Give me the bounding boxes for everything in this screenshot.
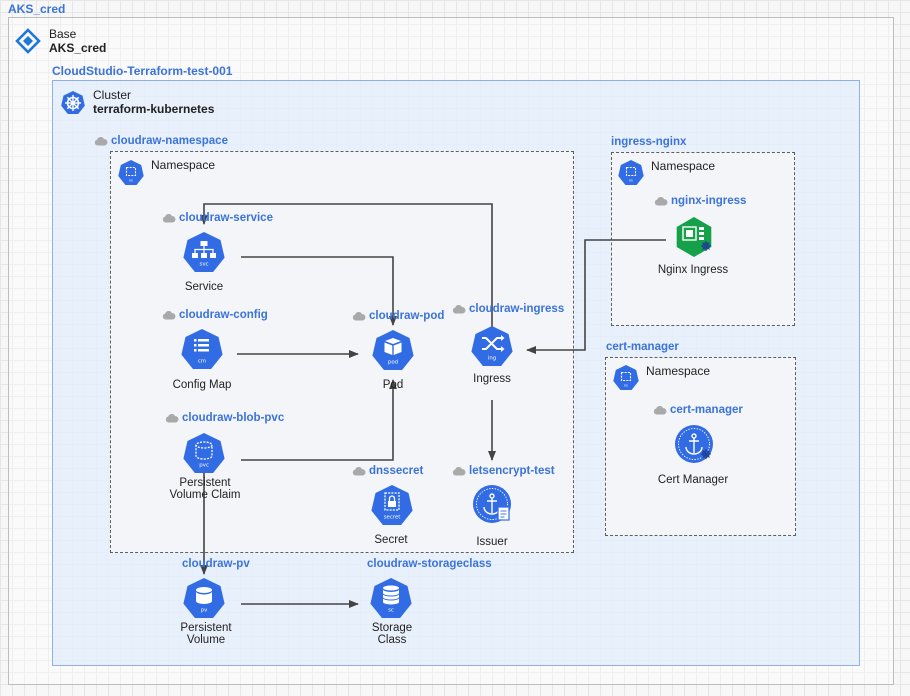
svg-text:sc: sc <box>388 608 394 614</box>
namespace-icon: ns <box>618 160 644 185</box>
tag-nginx: nginx-ingress <box>654 195 746 207</box>
storage-class-label-2: Class <box>377 634 407 646</box>
tag-ingress: cloudraw-ingress <box>452 303 564 315</box>
ingress-label: Ingress <box>473 373 511 385</box>
cert-manager-icon[interactable] <box>673 424 717 466</box>
pvc-label-2: Volume Claim <box>169 489 241 501</box>
cloud-icon <box>162 213 176 223</box>
issuer-label: Issuer <box>476 536 508 548</box>
cloud-icon <box>94 136 108 146</box>
svg-text:pod: pod <box>388 360 398 366</box>
pod-label: Pod <box>382 379 404 391</box>
svg-text:cm: cm <box>198 359 206 365</box>
edge-ingress-service <box>200 203 493 328</box>
base-type: Base <box>49 27 77 41</box>
svg-text:ns: ns <box>129 179 133 183</box>
cloud-icon <box>654 196 668 206</box>
secret-label: Secret <box>374 534 408 546</box>
pvc-icon[interactable]: pvc <box>183 432 225 474</box>
namespace-label: Namespace <box>151 158 216 172</box>
pv-label-1: Persistent <box>180 622 232 634</box>
pvc-label-1: Persistent <box>179 477 231 489</box>
namespace-label: Namespace <box>651 159 716 173</box>
helm-wheel-icon <box>61 90 85 114</box>
cert-manager-label: Cert Manager <box>657 474 729 486</box>
service-label: Service <box>184 281 224 293</box>
tag-pv: cloudraw-pv <box>182 558 250 570</box>
namespace-tag-ingress: ingress-nginx <box>611 136 687 148</box>
secret-icon[interactable]: secret <box>371 484 413 526</box>
tag-storageclass: cloudraw-storageclass <box>367 558 492 570</box>
svg-text:svc: svc <box>200 262 209 268</box>
tag-service: cloudraw-service <box>162 212 273 224</box>
tag-pvc: cloudraw-blob-pvc <box>165 412 284 424</box>
group-title: CloudStudio-Terraform-test-001 <box>52 64 233 78</box>
svg-text:pvc: pvc <box>199 463 209 469</box>
azure-diamond-icon <box>15 28 41 54</box>
base-name: AKS_cred <box>49 41 107 55</box>
namespace-icon: ns <box>118 160 144 185</box>
service-icon[interactable]: svc <box>183 231 225 273</box>
cloud-icon <box>452 304 466 314</box>
svg-text:ns: ns <box>624 384 628 388</box>
svg-text:secret: secret <box>384 515 401 521</box>
edge-nginx-ingress <box>526 239 666 354</box>
pv-icon[interactable]: pv <box>183 577 225 619</box>
namespace-tag-cert: cert-manager <box>606 341 679 353</box>
svg-text:ing: ing <box>488 356 496 362</box>
tag-certmgr: cert-manager <box>653 404 743 416</box>
tag-pod: cloudraw-pod <box>352 310 444 322</box>
edge-pvc-pod <box>241 379 397 461</box>
cloud-icon <box>352 466 366 476</box>
ingress-icon[interactable]: ing <box>471 325 513 367</box>
edge-service-pod <box>241 256 397 326</box>
nginx-label: Nginx Ingress <box>657 264 729 276</box>
tag-config: cloudraw-config <box>162 309 268 321</box>
cluster-label: Cluster terraform-kubernetes <box>93 88 214 116</box>
storage-class-icon[interactable]: sc <box>370 577 412 619</box>
diagram-title: AKS_cred <box>8 2 66 16</box>
storage-class-label-1: Storage <box>371 622 413 634</box>
cluster-name: terraform-kubernetes <box>93 102 215 116</box>
svg-text:ns: ns <box>629 179 633 183</box>
cloud-icon <box>162 310 176 320</box>
config-map-label: Config Map <box>172 379 232 391</box>
cloud-icon <box>452 466 466 476</box>
tag-secret: dnssecret <box>352 465 423 477</box>
issuer-icon[interactable] <box>471 484 515 526</box>
config-map-icon[interactable]: cm <box>181 328 223 370</box>
namespace-tag-cloudraw: cloudraw-namespace <box>94 135 228 147</box>
cloud-icon <box>653 405 667 415</box>
nginx-icon[interactable] <box>673 216 717 258</box>
tag-issuer: letsencrypt-test <box>452 465 555 477</box>
pod-icon[interactable]: pod <box>372 329 414 371</box>
cloud-icon <box>165 413 179 423</box>
base-label: Base AKS_cred <box>49 27 106 55</box>
pv-label-2: Volume <box>186 634 226 646</box>
svg-text:pv: pv <box>201 608 208 614</box>
cluster-type: Cluster <box>93 88 132 102</box>
namespace-label: Namespace <box>646 364 711 378</box>
cloud-icon <box>352 311 366 321</box>
namespace-icon: ns <box>613 365 639 390</box>
